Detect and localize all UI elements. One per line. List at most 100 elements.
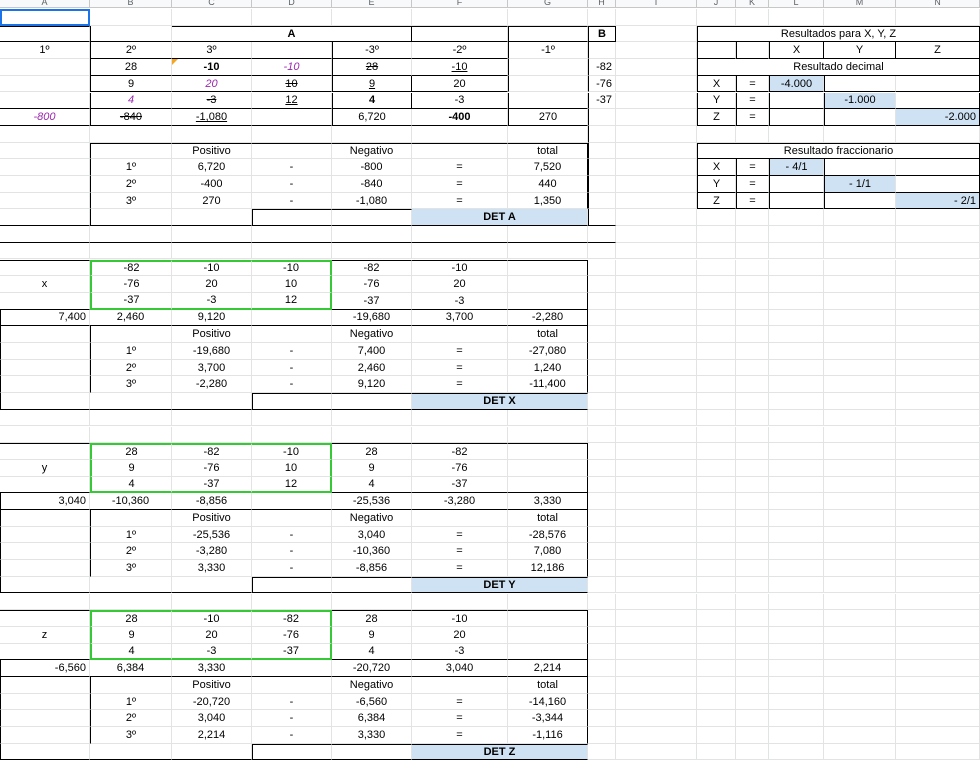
cell-k13[interactable] xyxy=(736,209,769,227)
column-header-d[interactable]: D xyxy=(252,0,332,8)
cell-d30[interactable] xyxy=(252,493,332,510)
cell-a20[interactable] xyxy=(0,326,90,343)
cell-h44[interactable] xyxy=(588,727,616,744)
cell-f20[interactable] xyxy=(412,326,508,343)
cell-j45[interactable] xyxy=(697,743,736,760)
cell-h37[interactable] xyxy=(588,610,616,627)
column-header-e[interactable]: E xyxy=(332,0,412,8)
cell-i26[interactable] xyxy=(616,426,697,444)
cell-b12[interactable]: 3º xyxy=(90,192,172,210)
cell-c30[interactable]: -8,856 xyxy=(172,493,252,510)
cell-k10[interactable]: = xyxy=(736,159,769,176)
cell-c14[interactable] xyxy=(172,226,252,243)
cell-d11[interactable]: - xyxy=(252,176,332,193)
cell-l25[interactable] xyxy=(769,409,824,427)
cell-h31[interactable] xyxy=(588,510,616,527)
cell-c26[interactable] xyxy=(172,426,252,444)
cell-f10[interactable]: = xyxy=(412,159,508,176)
cell-i11[interactable] xyxy=(616,176,697,193)
cell-e45[interactable] xyxy=(332,743,412,760)
cell-m33[interactable] xyxy=(824,543,896,561)
cell-m36[interactable] xyxy=(824,593,896,611)
cell-j26[interactable] xyxy=(697,426,736,444)
cell-e16[interactable]: -82 xyxy=(332,259,412,277)
cell-n23[interactable] xyxy=(896,376,980,394)
cell-f34[interactable]: = xyxy=(412,560,508,577)
cell-k30[interactable] xyxy=(736,493,769,510)
cell-b2[interactable] xyxy=(90,25,172,43)
cell-b13[interactable] xyxy=(90,209,172,227)
cell-n3[interactable]: Z xyxy=(896,42,980,60)
cell-e42[interactable]: -6,560 xyxy=(332,693,412,711)
cell-m40[interactable] xyxy=(824,660,896,677)
cell-k40[interactable] xyxy=(736,660,769,677)
cell-j31[interactable] xyxy=(697,510,736,527)
cell-d34[interactable]: - xyxy=(252,560,332,577)
cell-m38[interactable] xyxy=(824,626,896,644)
cell-c16[interactable]: -10 xyxy=(172,259,252,277)
cell-b32[interactable]: 1º xyxy=(90,526,172,544)
cell-c40[interactable]: 3,330 xyxy=(172,660,252,677)
cell-k27[interactable] xyxy=(736,443,769,460)
cell-c21[interactable]: -19,680 xyxy=(172,343,252,360)
cell-i15[interactable] xyxy=(616,242,697,260)
cell-h28[interactable] xyxy=(588,459,616,477)
cell-b19[interactable]: 2,460 xyxy=(90,309,172,327)
cell-j20[interactable] xyxy=(697,326,736,343)
cell-d40[interactable] xyxy=(252,660,332,677)
cell-d27[interactable]: -10 xyxy=(252,443,332,460)
cell-h34[interactable] xyxy=(588,560,616,577)
cell-g11[interactable]: 440 xyxy=(508,176,588,193)
cell-g34[interactable]: 12,186 xyxy=(508,560,588,577)
cell-f3[interactable]: -2º xyxy=(412,42,508,60)
cell-f35[interactable]: DET Y xyxy=(412,576,588,594)
cell-h5[interactable]: -76 xyxy=(588,75,616,93)
cell-h3[interactable] xyxy=(588,42,616,60)
cell-f12[interactable]: = xyxy=(412,192,508,210)
cell-m42[interactable] xyxy=(824,693,896,711)
cell-n36[interactable] xyxy=(896,593,980,611)
cell-e39[interactable]: 4 xyxy=(332,643,412,661)
cell-e38[interactable]: 9 xyxy=(332,626,412,644)
cell-f39[interactable]: -3 xyxy=(412,643,508,661)
cell-d20[interactable] xyxy=(252,326,332,343)
cell-n43[interactable] xyxy=(896,710,980,728)
cell-n11[interactable] xyxy=(896,176,980,193)
cell-m10[interactable] xyxy=(824,159,896,176)
cell-f38[interactable]: 20 xyxy=(412,626,508,644)
cell-k34[interactable] xyxy=(736,560,769,577)
cell-l8[interactable] xyxy=(769,125,824,143)
cell-d13[interactable] xyxy=(252,209,332,227)
cell-b11[interactable]: 2º xyxy=(90,176,172,193)
cell-k19[interactable] xyxy=(736,309,769,327)
cell-g29[interactable] xyxy=(508,476,588,494)
cell-i29[interactable] xyxy=(616,476,697,494)
cell-c17[interactable]: 20 xyxy=(172,276,252,293)
cell-a16[interactable] xyxy=(0,259,90,277)
cell-a7[interactable]: -800 xyxy=(0,109,90,126)
cell-k11[interactable]: = xyxy=(736,176,769,193)
cell-h40[interactable] xyxy=(588,660,616,677)
cell-i18[interactable] xyxy=(616,292,697,310)
cell-f17[interactable]: 20 xyxy=(412,276,508,293)
cell-i22[interactable] xyxy=(616,359,697,377)
cell-a5[interactable] xyxy=(0,75,90,93)
cell-j8[interactable] xyxy=(697,125,736,143)
cell-g12[interactable]: 1,350 xyxy=(508,192,588,210)
cell-f30[interactable]: -3,280 xyxy=(412,493,508,510)
cell-j32[interactable] xyxy=(697,526,736,544)
cell-d39[interactable]: -37 xyxy=(252,643,332,661)
cell-l40[interactable] xyxy=(769,660,824,677)
cell-c36[interactable] xyxy=(172,593,252,611)
cell-m17[interactable] xyxy=(824,276,896,293)
cell-b31[interactable] xyxy=(90,510,172,527)
cell-k25[interactable] xyxy=(736,409,769,427)
cell-g9[interactable]: total xyxy=(508,142,588,160)
column-header-b[interactable]: B xyxy=(90,0,172,8)
cell-n39[interactable] xyxy=(896,643,980,661)
cell-d33[interactable]: - xyxy=(252,543,332,561)
cell-c33[interactable]: -3,280 xyxy=(172,543,252,561)
column-header-n[interactable]: N xyxy=(896,0,980,8)
cell-c19[interactable]: 9,120 xyxy=(172,309,252,327)
cell-c8[interactable] xyxy=(172,125,252,143)
